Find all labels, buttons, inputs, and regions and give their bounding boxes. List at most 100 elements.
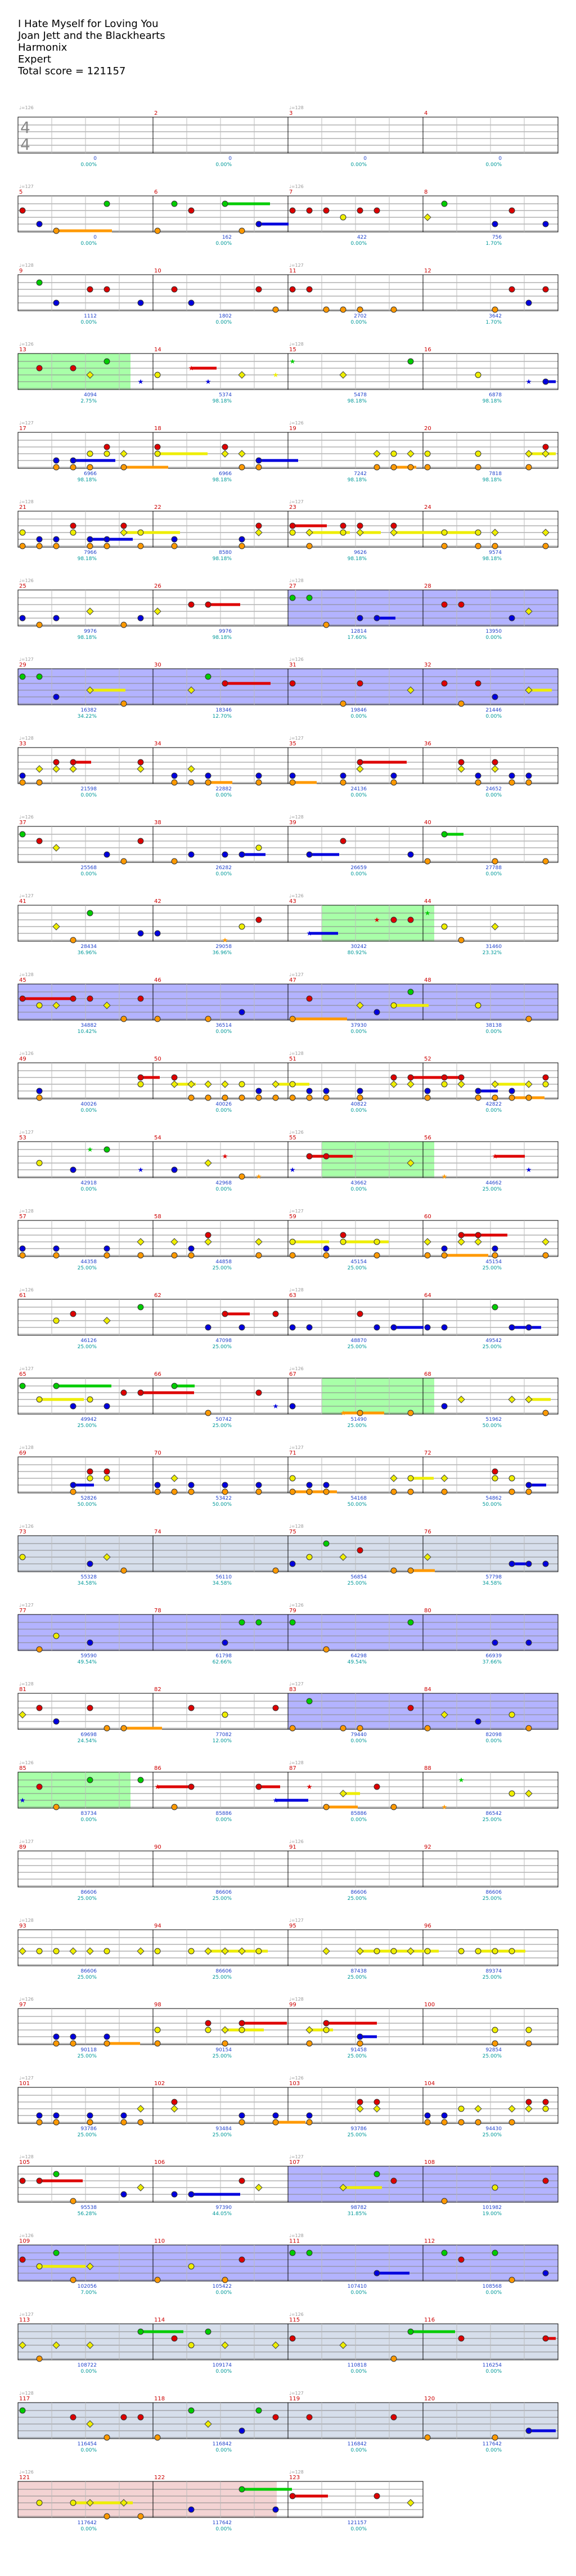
note-gem [137,995,144,1002]
star-note: ★ [155,1783,161,1791]
measure-score: 93484 [215,2126,232,2132]
note-gem [289,772,296,779]
measure-score: 3642 [489,314,502,319]
measure-number: 10 [154,268,161,274]
measure-number: 70 [154,1450,161,1456]
measure-percent: 0.00% [80,2448,97,2453]
note-gem [323,2020,330,2027]
note-gem [441,1488,448,1495]
measure-number: 103 [289,2081,300,2087]
note-gem [222,680,228,687]
note-gem [36,1948,43,1955]
note-gem [357,1547,363,1554]
measure-number: 24 [424,504,431,511]
measure-percent: 25.00% [483,1344,502,1350]
measure-number: 66 [154,1371,161,1378]
measure-score: 79440 [350,1732,367,1738]
note-gem [475,529,482,536]
measure-score: 40822 [350,1102,367,1107]
measure-percent: 0.00% [350,1187,367,1192]
measure-number: 38 [154,820,161,826]
note-gem [36,1094,43,1101]
bpm-marker: ♩=126 [289,893,304,898]
measure-number: 35 [289,741,296,747]
bpm-marker: ♩=128 [19,2154,34,2159]
note-gem [255,772,262,779]
measure-number: 62 [154,1293,161,1299]
note-gem [120,1389,127,1396]
hopo-note [424,213,431,221]
note-gem [222,200,228,207]
note-gem [424,1252,431,1259]
measure-score: 56110 [215,1575,232,1580]
hopo-note [339,1553,347,1561]
measure-number: 91 [289,1844,296,1850]
note-gem [441,1324,448,1331]
bpm-marker: ♩=128 [19,736,34,741]
measure-percent: 0.00% [80,1108,97,1113]
note-gem [87,1475,93,1482]
measure-score: 8580 [219,550,232,556]
note-gem [70,1488,76,1495]
hopo-note [322,1947,330,1955]
star-note: ★ [442,1803,448,1811]
measure-score: 86542 [485,1811,502,1817]
measure-percent: 25.00% [483,1975,502,1980]
note-gem [36,1160,43,1166]
note-gem [87,1560,93,1567]
note-gem [357,1410,363,1416]
note-gem [407,851,414,858]
hopo-note [525,1396,533,1403]
measure-number: 39 [289,820,296,826]
hopo-note [457,1080,465,1088]
bpm-marker: ♩=127 [289,1918,304,1923]
measure-percent: 0.00% [215,320,232,325]
note-gem [492,221,498,227]
measure-percent: 0.00% [350,320,367,325]
note-gem [306,594,313,601]
note-gem [188,851,195,858]
note-gem [19,995,26,1002]
star-note: ★ [425,909,431,917]
note-gem [306,286,313,293]
bpm-marker: ♩=128 [289,1760,304,1765]
measure-number: 16 [424,347,431,353]
measure-percent: 1.70% [485,241,502,247]
note-gem [390,1488,397,1495]
note-gem [53,1245,60,1252]
measure-score: 9976 [219,629,232,634]
note-gem [137,1777,144,1783]
note-gem [390,1567,397,1574]
note-gem [374,1252,380,1259]
note-gem [441,1081,448,1088]
measure-number: 50 [154,1056,161,1062]
note-gem [188,1948,195,1955]
note-gem [289,1238,296,1245]
note-gem [475,1948,482,1955]
measure-score: 38138 [485,1023,502,1028]
note-gem [390,779,397,786]
measure-percent: 0.00% [485,635,502,641]
note-gem [525,779,532,786]
measure-percent: 25.00% [348,1423,367,1429]
bpm-marker: ♩=127 [19,1603,34,1608]
note-gem [508,615,515,621]
note-gem [323,1153,330,1160]
hopo-note [356,529,364,536]
note-gem [120,522,127,529]
measure-percent: 0.00% [485,714,502,719]
measure-number: 57 [19,1214,26,1220]
hopo-note [238,371,246,379]
note-gem [104,2434,110,2441]
measure-score: 108722 [78,2363,97,2368]
measure-score: 93786 [80,2126,97,2132]
measure-percent: 98.18% [78,477,97,483]
bpm-marker: ♩=126 [289,657,304,662]
note-gem [272,1094,279,1101]
measure-score: 31460 [485,944,502,950]
note-gem [188,1252,195,1259]
note-gem [458,937,465,943]
note-gem [458,1074,465,1081]
measure-percent: 98.18% [213,399,232,404]
note-gem [171,536,178,543]
